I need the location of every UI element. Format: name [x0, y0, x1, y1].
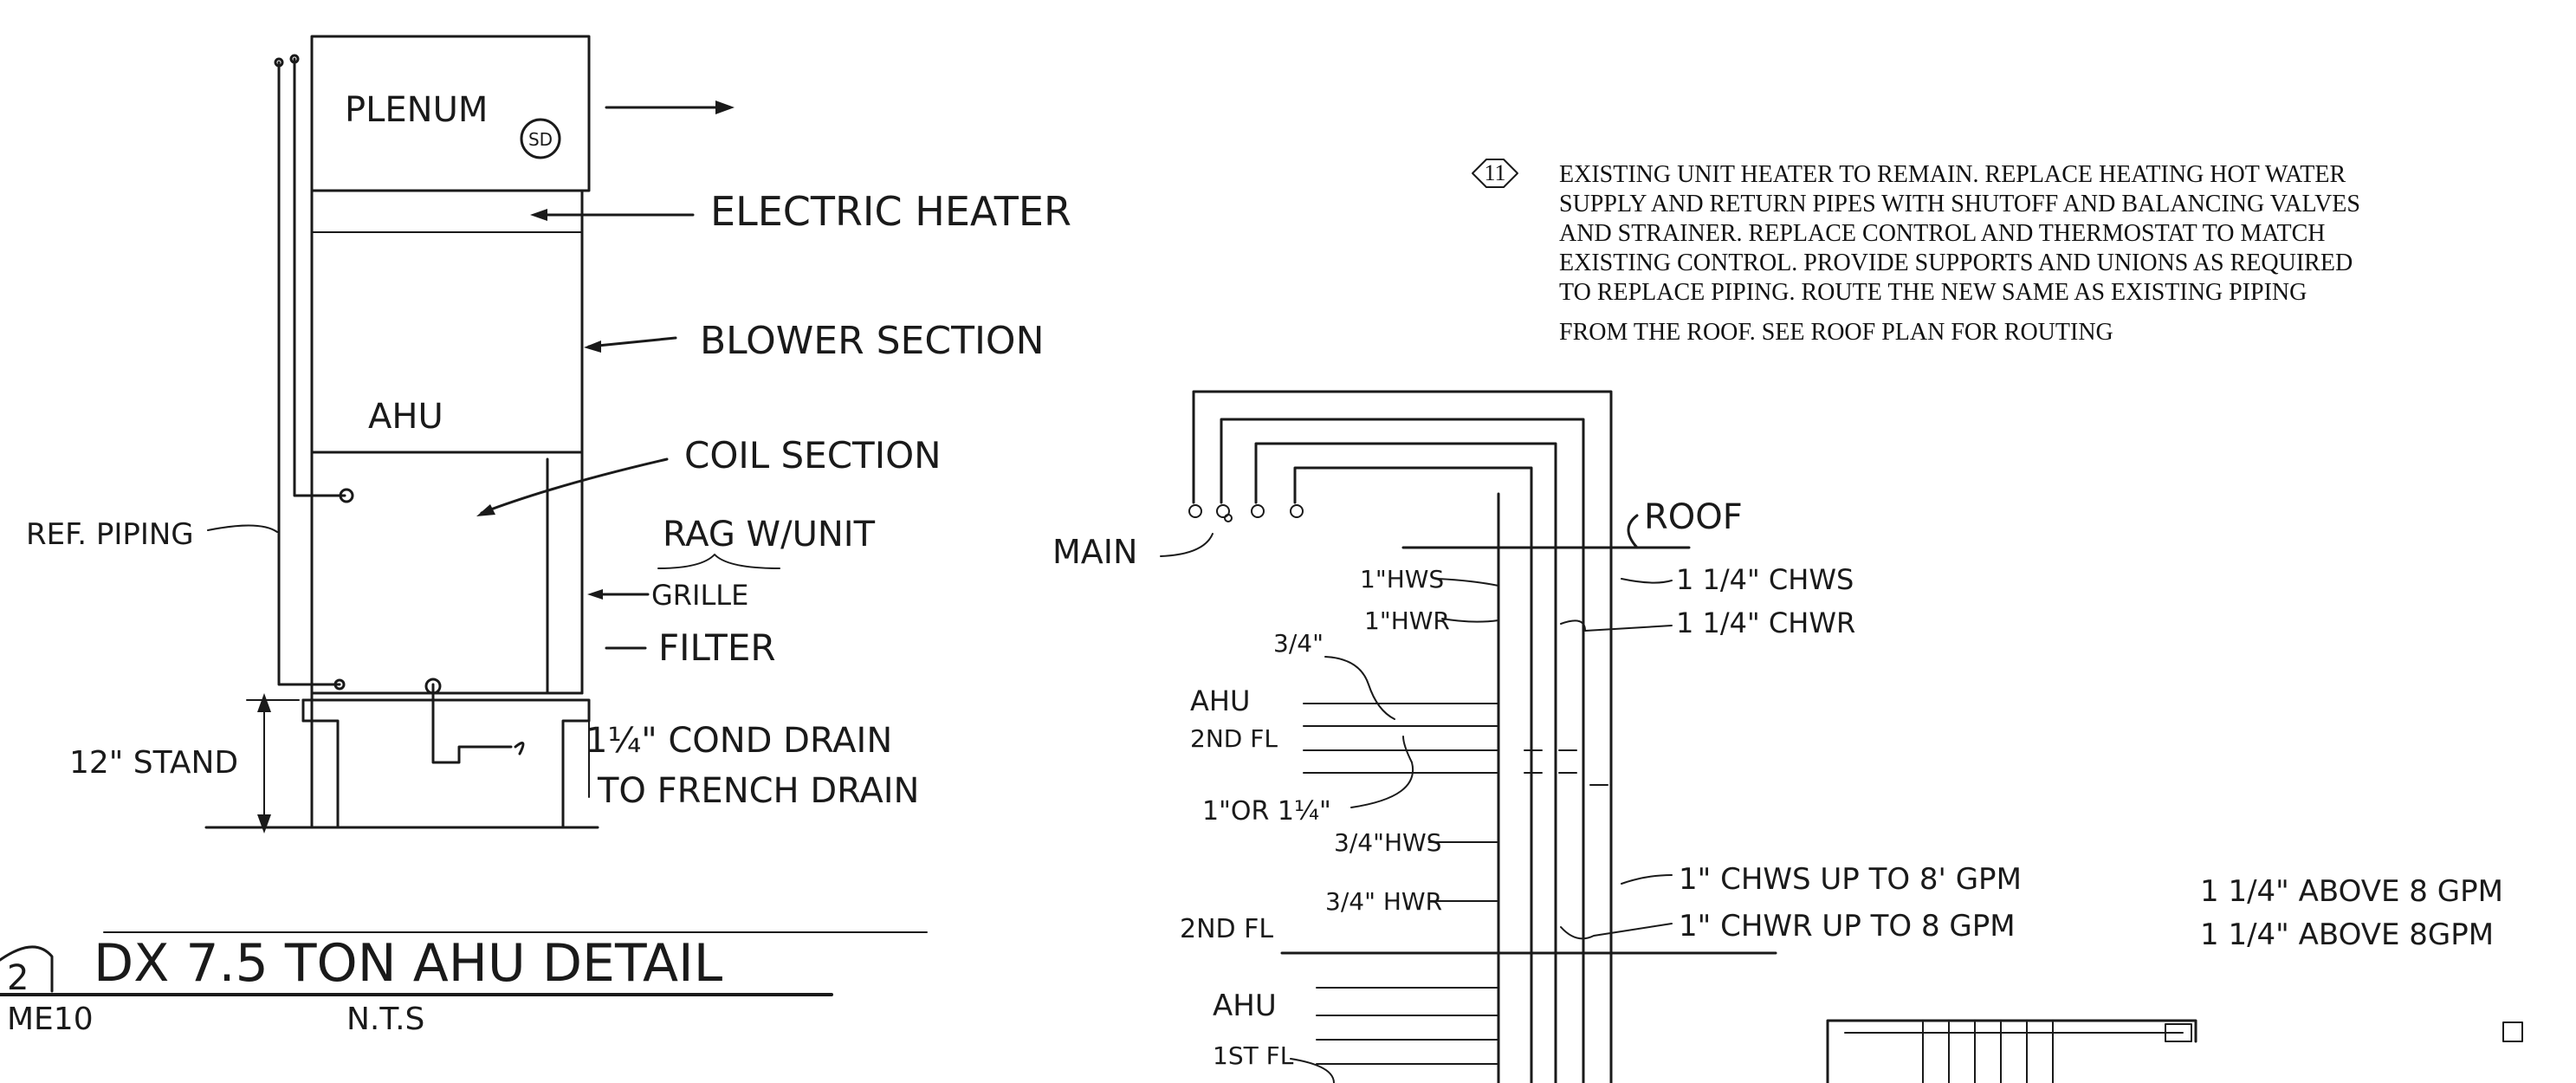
ref-piping-label: REF. PIPING	[26, 517, 194, 552]
chwr-note: 1" CHWR UP TO 8 GPM	[1679, 909, 2016, 944]
plenum-label: PLENUM	[345, 90, 488, 130]
grille-label: GRILLE	[651, 579, 748, 612]
hwr-34-label: 3/4" HWR	[1325, 887, 1442, 916]
chws-above-note: 1 1/4" ABOVE 8 GPM	[2200, 874, 2503, 909]
ahu-label: AHU	[368, 397, 443, 437]
roof-label: ROOF	[1644, 497, 1743, 537]
coil-section-label: COIL SECTION	[684, 434, 942, 477]
one-or-114-label: 1"OR 1¼"	[1202, 796, 1331, 827]
ahu-1st-label: AHU	[1213, 989, 1277, 1023]
riser-loop-1	[1192, 390, 1613, 1083]
main-leader	[1160, 533, 1214, 557]
keynote-line-6: FROM THE ROOF. SEE ROOF PLAN FOR ROUTING	[1559, 319, 2113, 346]
cond-drain-label-1: 1¼" COND DRAIN	[586, 721, 892, 761]
detail-title: DX 7.5 TON AHU DETAIL	[94, 933, 723, 994]
floor-2nd-label: 2ND FL	[1190, 724, 1278, 753]
ref-piping-leader	[207, 524, 278, 533]
checkbox-icon	[2502, 1021, 2523, 1042]
hws-34-label: 3/4"HWS	[1334, 828, 1441, 857]
riser-diagram: ROOF MAIN 1"HWS 1"HWR 1 1/4" CHWS 1 1/4"…	[1052, 390, 2503, 1083]
floor-2nd-b-label: 2ND FL	[1180, 914, 1273, 944]
smoke-detector-icon	[520, 118, 561, 159]
chws-note: 1" CHWS UP TO 8' GPM	[1679, 862, 2022, 897]
plenum-box	[310, 35, 591, 192]
blower-section-label: BLOWER SECTION	[700, 319, 1044, 363]
ahu-2nd-label: AHU	[1190, 684, 1250, 717]
floor-1st-label: 1ST FL	[1213, 1041, 1294, 1070]
rag-w-unit-label: RAG W/UNIT	[663, 515, 876, 554]
riser-loop-3	[1254, 442, 1557, 1083]
detail-scale: N.T.S	[346, 1002, 424, 1037]
riser-loop-2	[1220, 418, 1585, 1083]
stand-label: 12" STAND	[69, 745, 238, 781]
hws-1in-label: 1"HWS	[1360, 565, 1444, 593]
hwr-1in-label: 1"HWR	[1364, 606, 1450, 635]
chws-114-label: 1 1/4" CHWS	[1676, 563, 1854, 596]
ref-pipe-1	[277, 61, 341, 686]
partial-detail	[1826, 1019, 2523, 1083]
riser-loop-4	[1293, 466, 1533, 1083]
keynote-line-4: EXISTING CONTROL. PROVIDE SUPPORTS AND U…	[1559, 250, 2353, 276]
detail-number: 2	[7, 958, 29, 998]
keynote-line-1: EXISTING UNIT HEATER TO REMAIN. REPLACE …	[1559, 161, 2346, 188]
keynote-number: 11	[1484, 160, 1505, 185]
keynote-line-3: AND STRAINER. REPLACE CONTROL AND THERMO…	[1559, 220, 2326, 247]
grille-bracket	[657, 554, 780, 569]
filter-label: FILTER	[658, 626, 776, 669]
keynote-line-5: TO REPLACE PIPING. ROUTE THE NEW SAME AS…	[1559, 279, 2307, 306]
detail-bubble	[0, 945, 54, 993]
keynote-line-2: SUPPLY AND RETURN PIPES WITH SHUTOFF AND…	[1559, 191, 2360, 217]
ref-pipe-2	[293, 57, 346, 497]
three-quarter-label: 3/4"	[1273, 629, 1324, 658]
detail-sheet: ME10	[7, 1002, 94, 1037]
main-label: MAIN	[1052, 533, 1137, 571]
electric-heater-label: ELECTRIC HEATER	[710, 188, 1071, 235]
ahu-detail: SD PLENUM AHU ELECTRIC HEATER BLOWER SEC…	[0, 35, 1071, 1037]
sd-label: SD	[528, 129, 553, 150]
chwr-114-label: 1 1/4" CHWR	[1676, 606, 1855, 639]
coil-leader	[480, 457, 669, 515]
chwr-above-note: 1 1/4" ABOVE 8GPM	[2200, 918, 2494, 952]
cond-drain-pipe	[431, 683, 513, 764]
keynote-hexagon-icon	[1472, 159, 1518, 188]
keynote-11: 11 EXISTING UNIT HEATER TO REMAIN. REPLA…	[1472, 159, 2360, 346]
cond-drain-label-2: TO FRENCH DRAIN	[597, 771, 919, 811]
blower-leader	[587, 336, 677, 348]
